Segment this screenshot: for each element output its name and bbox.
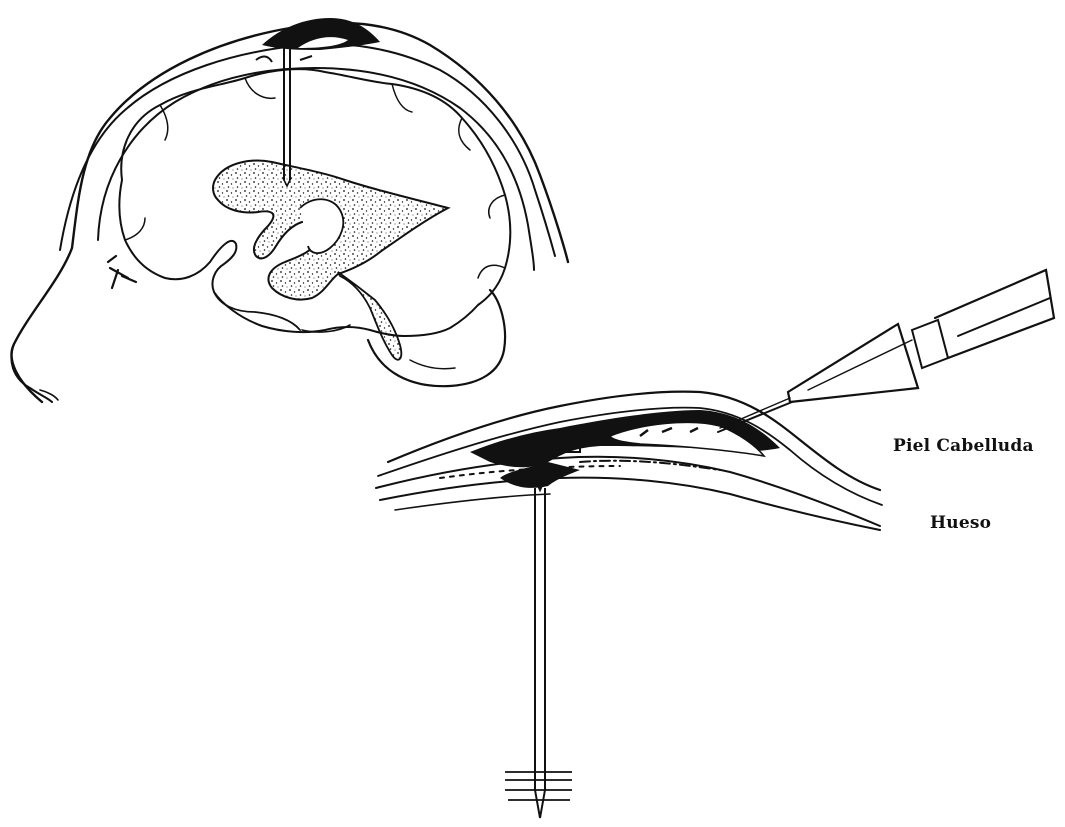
label-scalp: Piel Cabelluda	[893, 436, 1034, 456]
scalp-cross-section	[376, 392, 882, 530]
label-bone: Hueso	[930, 513, 991, 533]
ventricle	[213, 161, 448, 360]
syringe	[718, 270, 1054, 432]
